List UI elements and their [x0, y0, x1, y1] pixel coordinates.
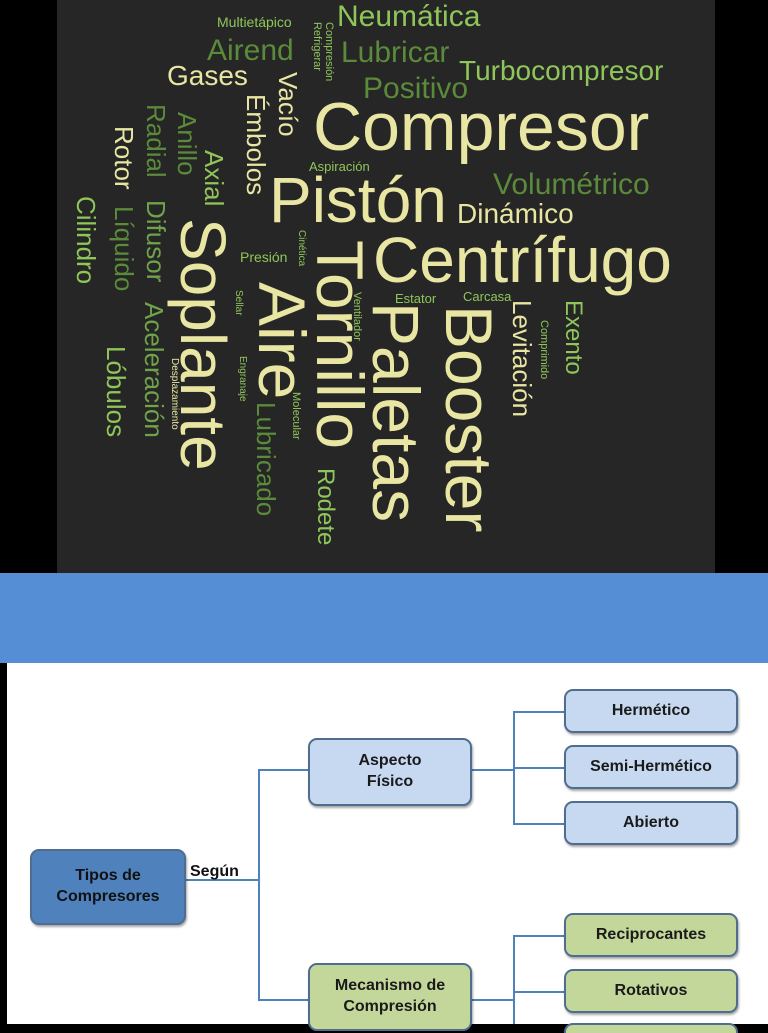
word-centrifugo: Centrífugo [373, 224, 672, 296]
connector-semi-hermetico [513, 767, 565, 769]
connector-hermetico [513, 711, 565, 713]
node-abierto: Abierto [564, 801, 738, 845]
word-estator: Estator [395, 291, 437, 306]
word-lubricado: Lubricado [251, 402, 281, 517]
word-aspiracion: Aspiración [309, 159, 370, 174]
word-neumatica: Neumática [337, 0, 481, 33]
classification-diagram: Según Tipos de Compresores Aspecto Físic… [7, 663, 768, 1033]
word-vacio: Vacío [273, 72, 303, 137]
connector-trunk [258, 769, 260, 1001]
connector-mecanismo [471, 999, 514, 1001]
node-aspecto-fisico: Aspecto Físico [308, 738, 472, 806]
word-airend: Airend [207, 34, 294, 67]
word-compresion-small: Compresión [323, 22, 335, 82]
word-anillo: Anillo [172, 112, 202, 176]
node-hermetico: Hermético [564, 689, 738, 733]
word-lubricar: Lubricar [341, 36, 450, 69]
node-rotativos: Rotativos [564, 969, 738, 1013]
connector-branch-1 [258, 769, 309, 771]
word-compresor: Compresor [313, 89, 650, 165]
word-comprimido: Comprimido [538, 320, 550, 380]
node-semi-hermetico-label: Semi-Hermético [590, 757, 712, 775]
connector-rotativos [513, 991, 565, 993]
word-embolos: Émbolos [241, 94, 271, 196]
word-axial: Axial [199, 150, 229, 207]
word-aceleracion: Aceleración [139, 302, 169, 438]
node-root-label: Tipos de Compresores [56, 867, 160, 905]
word-dinamico: Dinámico [457, 198, 574, 229]
node-mecanismo-compresion: Mecanismo de Compresión [308, 963, 472, 1031]
word-presion: Presión [240, 249, 288, 265]
word-soplante: Soplante [167, 218, 239, 471]
word-cloud: Multietápico Neumática Airend Lubricar G… [57, 0, 715, 573]
word-positivo: Positivo [363, 72, 469, 105]
word-rodete: Rodete [312, 468, 339, 546]
word-desplazamiento: Desplazamiento [169, 358, 180, 430]
word-aire: Aire [245, 282, 319, 400]
connector-root [185, 879, 259, 881]
word-lobulos: Lóbulos [101, 346, 131, 438]
node-rotativos-label: Rotativos [614, 981, 688, 999]
word-multietapico: Multietápico [217, 14, 292, 30]
word-rotor: Rotor [109, 126, 139, 190]
word-ventilador: Ventilador [351, 292, 363, 341]
blue-band [0, 573, 768, 663]
word-liquido: Líquido [109, 206, 139, 292]
connector-mecanismo-vertical [513, 935, 515, 1024]
word-refrigerar: Refrigerar [311, 22, 323, 71]
word-radial: Radial [141, 104, 171, 178]
node-partial-third [564, 1023, 738, 1033]
node-reciprocantes-label: Reciprocantes [595, 925, 707, 943]
edge-label-segun: Según [190, 863, 239, 880]
word-volumetrico: Volumétrico [493, 168, 650, 201]
word-levitacion: Levitación [507, 300, 537, 418]
word-gases: Gases [167, 60, 248, 91]
node-aspecto-fisico-label: Aspecto Físico [358, 752, 422, 790]
node-abierto-label: Abierto [623, 813, 679, 831]
node-root: Tipos de Compresores [30, 849, 186, 925]
word-turbocompresor: Turbocompresor [459, 55, 664, 86]
connector-aspecto [471, 769, 514, 771]
connector-abierto [513, 823, 565, 825]
node-semi-hermetico: Semi-Hermético [564, 745, 738, 789]
node-hermetico-label: Hermético [611, 701, 691, 719]
word-carcasa: Carcasa [463, 289, 512, 304]
word-cilindro: Cilindro [71, 196, 101, 285]
word-difusor: Difusor [141, 200, 171, 283]
word-piston: Pistón [269, 164, 447, 236]
node-reciprocantes: Reciprocantes [564, 913, 738, 957]
word-exento: Exento [560, 300, 587, 375]
node-mecanismo-compresion-label: Mecanismo de Compresión [334, 977, 446, 1015]
connector-branch-2 [258, 999, 309, 1001]
word-booster: Booster [432, 305, 506, 533]
connector-reciprocantes [513, 935, 565, 937]
